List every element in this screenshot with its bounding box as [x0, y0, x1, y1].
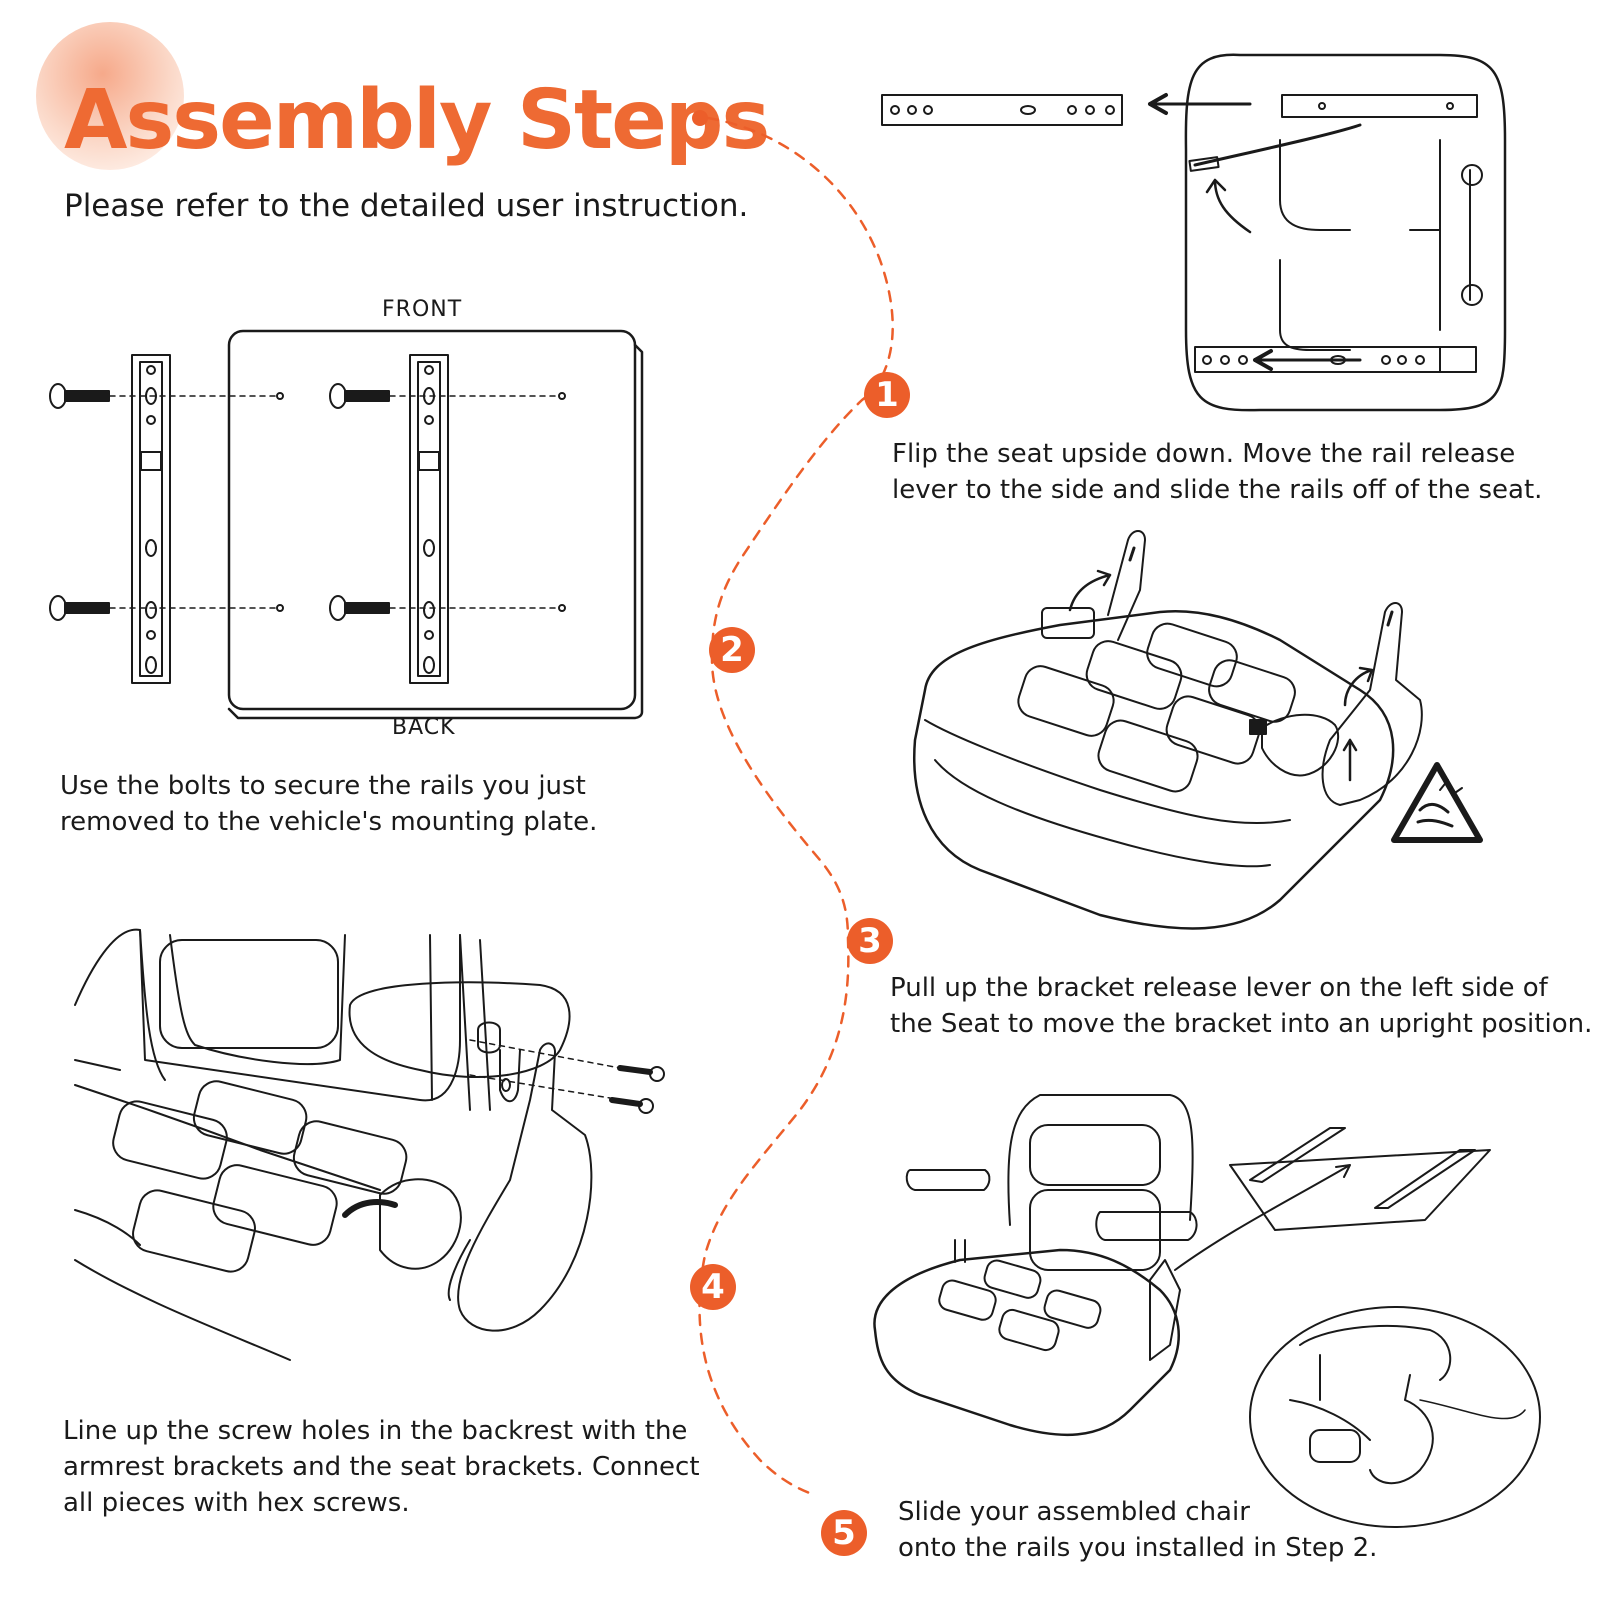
- step2-line: Use the bolts to secure the rails you ju…: [60, 771, 586, 801]
- rail-right: [409, 354, 449, 684]
- bolt-guides: [109, 395, 559, 609]
- step3-seat-bracket-illustration: [913, 530, 1423, 930]
- step4-line: Line up the screw holes in the backrest …: [63, 1416, 688, 1446]
- step4-description: Line up the screw holes in the backrest …: [63, 1413, 700, 1521]
- title-decor-circle: [36, 22, 184, 170]
- step2-line: removed to the vehicle's mounting plate.: [60, 807, 598, 837]
- warning-hand-pinch-icon: [1391, 762, 1483, 843]
- step5-chair-illustration: [873, 1094, 1541, 1528]
- step3-line: the Seat to move the bracket into an upr…: [890, 1009, 1593, 1039]
- hex-screws: [609, 1065, 665, 1114]
- step1-line: lever to the side and slide the rails of…: [892, 475, 1543, 505]
- plate-label-front: FRONT: [382, 297, 463, 322]
- step2-description: Use the bolts to secure the rails you ju…: [60, 768, 597, 840]
- step-badge-1: 1: [864, 372, 910, 418]
- page-subtitle: Please refer to the detailed user instru…: [64, 188, 749, 224]
- step-badge-4: 4: [690, 1264, 736, 1310]
- bolts: [49, 383, 390, 621]
- path-start-dot: [692, 110, 708, 126]
- step1-description: Flip the seat upside down. Move the rail…: [892, 436, 1542, 508]
- step3-line: Pull up the bracket release lever on the…: [890, 973, 1548, 1003]
- step5-line: Slide your assembled chair: [898, 1497, 1250, 1527]
- page-title: Assembly Steps: [64, 73, 770, 168]
- step1-seat-underside-illustration: [881, 53, 1507, 412]
- step2-plate-illustration: [49, 329, 644, 720]
- step-badge-2: 2: [709, 627, 755, 673]
- step3-description: Pull up the bracket release lever on the…: [890, 970, 1592, 1042]
- step-badge-5: 5: [821, 1510, 867, 1556]
- step5-description: Slide your assembled chair onto the rail…: [898, 1494, 1377, 1566]
- rail-left: [131, 354, 171, 684]
- step4-line: armrest brackets and the seat brackets. …: [63, 1452, 700, 1482]
- step1-line: Flip the seat upside down. Move the rail…: [892, 439, 1516, 469]
- step4-line: all pieces with hex screws.: [63, 1488, 410, 1518]
- step4-backrest-illustration: [74, 928, 665, 1361]
- step5-line: onto the rails you installed in Step 2.: [898, 1533, 1378, 1563]
- step-badge-3: 3: [847, 918, 893, 964]
- plate-label-back: BACK: [392, 715, 456, 740]
